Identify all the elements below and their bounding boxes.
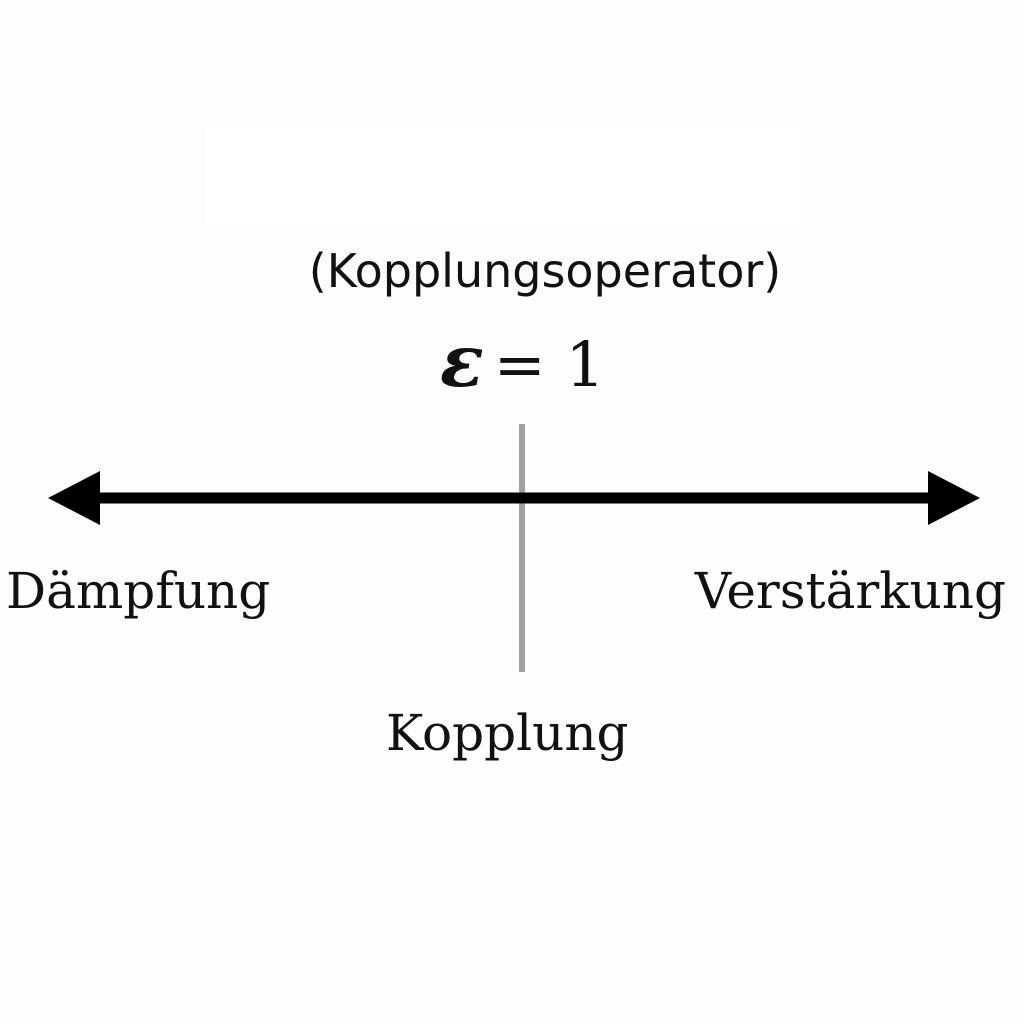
damping-label: Dämpfung [6,562,271,620]
coupling-label: Kopplung [386,704,629,762]
equation-value: = 1 [493,328,605,401]
operator-caption: (Kopplungsoperator) [308,244,782,298]
equation: ε= 1 [440,318,605,403]
amplification-label: Verstärkung [694,562,1006,620]
blank-title-area [206,128,806,224]
left-arrowhead [48,471,100,525]
epsilon-symbol: ε [440,318,484,403]
right-arrowhead [928,471,980,525]
